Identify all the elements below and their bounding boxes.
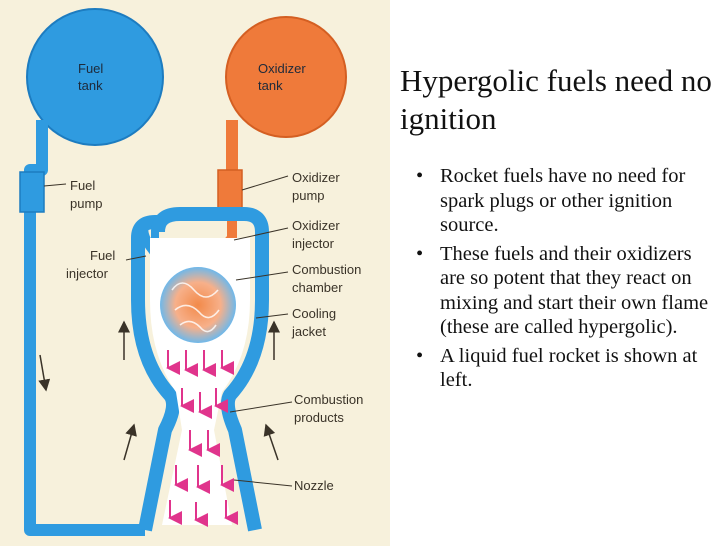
flow-arrows bbox=[38, 320, 280, 461]
bullet-text: A liquid fuel rocket is shown at left. bbox=[440, 344, 698, 392]
flame-ball bbox=[160, 267, 236, 343]
bullet-list: • Rocket fuels have no need for spark plu… bbox=[410, 164, 710, 397]
bullet-item: • A liquid fuel rocket is shown at left. bbox=[410, 344, 710, 393]
nozzle-label: Nozzle bbox=[294, 478, 334, 493]
bullet-text: Rocket fuels have no need for spark plug… bbox=[440, 165, 686, 236]
fuel-tank-label-2: tank bbox=[78, 78, 103, 93]
fuel-pump-label-1: Fuel bbox=[70, 178, 95, 193]
fuel-pump bbox=[19, 171, 45, 213]
bullet-text: These fuels and their oxidizers are so p… bbox=[440, 242, 709, 339]
fuel-tank-label-1: Fuel bbox=[78, 61, 103, 76]
rocket-diagram-svg: Fuel tank Oxidizer tank Fuel pump Fuel i… bbox=[19, 8, 363, 536]
flame-texture bbox=[171, 282, 220, 333]
cooling-jacket-label-1: Cooling bbox=[292, 306, 336, 321]
fuel-pump-label-2: pump bbox=[70, 196, 103, 211]
rocket-diagram: Fuel tank Oxidizer tank Fuel pump Fuel i… bbox=[0, 0, 390, 546]
combustion-products-label-1: Combustion bbox=[294, 392, 363, 407]
oxidizer-pump-label-2: pump bbox=[292, 188, 325, 203]
leader-lines bbox=[43, 175, 293, 487]
bullet-dot-icon: • bbox=[416, 165, 424, 187]
oxidizer-tank-label-2: tank bbox=[258, 78, 283, 93]
fuel-injector-label-2: injector bbox=[66, 266, 109, 281]
oxidizer-tank-label-1: Oxidizer bbox=[258, 61, 306, 76]
oxidizer-pump bbox=[217, 169, 243, 211]
cooling-jacket-right bbox=[151, 207, 269, 532]
fuel-line bbox=[24, 120, 145, 536]
combustion-chamber-label-1: Combustion bbox=[292, 262, 361, 277]
combustion-chamber-label-2: chamber bbox=[292, 280, 343, 295]
oxidizer-tank bbox=[225, 16, 347, 138]
fuel-injector-label-1: Fuel bbox=[90, 248, 115, 263]
bullet-item: • Rocket fuels have no need for spark plu… bbox=[410, 164, 710, 238]
combustion-products-label-2: products bbox=[294, 410, 344, 425]
exhaust-arrows bbox=[166, 350, 238, 527]
slide-title: Hypergolic fuels need no ignition bbox=[400, 63, 712, 136]
bullet-dot-icon: • bbox=[416, 242, 424, 265]
oxidizer-injector-label-2: injector bbox=[292, 236, 335, 251]
fuel-tank bbox=[26, 8, 164, 146]
cooling-jacket-label-2: jacket bbox=[291, 324, 326, 339]
bullet-dot-icon: • bbox=[416, 344, 424, 367]
oxidizer-injector-label-1: Oxidizer bbox=[292, 218, 340, 233]
oxidizer-pump-label-1: Oxidizer bbox=[292, 170, 340, 185]
bullet-item: • These fuels and their oxidizers are so … bbox=[410, 242, 710, 340]
